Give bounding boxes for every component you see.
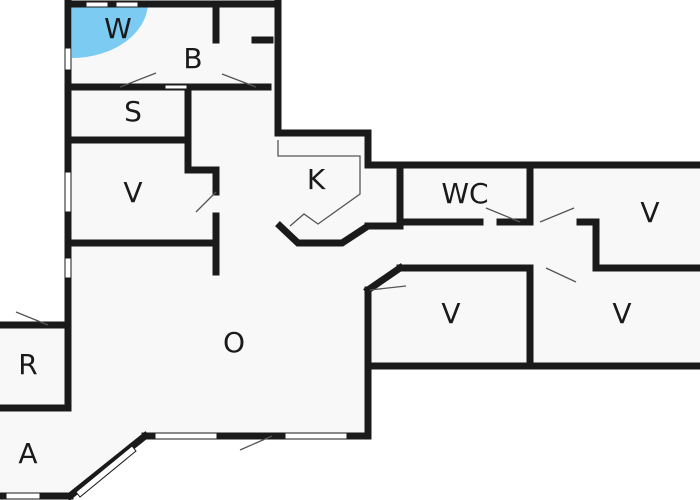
room-label-b: B [183,42,202,75]
windows [5,1,348,500]
room-label-w: W [104,12,132,45]
room-label-v-left: V [123,176,142,209]
room-label-a: A [18,437,37,470]
room-label-o: O [223,326,245,359]
room-labels: W B S V K WC V V V O R A [18,12,659,470]
room-label-s: S [124,95,142,128]
room-label-k: K [307,163,326,196]
room-label-wc: WC [441,177,488,210]
room-label-v-lower-right: V [612,297,631,330]
room-label-v-lower-middle: V [441,297,460,330]
room-label-v-upper-right: V [640,196,659,229]
shower-area [72,4,148,59]
fixtures [15,72,577,451]
room-label-r: R [18,348,37,381]
